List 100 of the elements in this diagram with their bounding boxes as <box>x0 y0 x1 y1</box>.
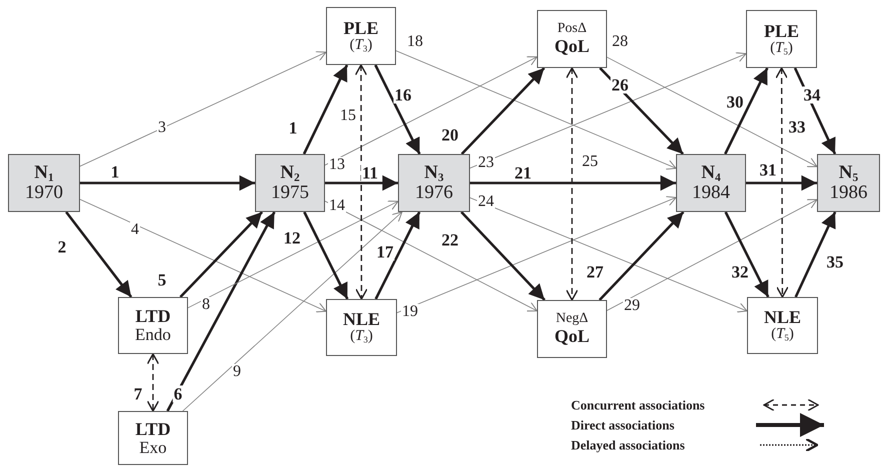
arrow <box>794 67 836 155</box>
node-text: 1970 <box>25 183 63 203</box>
edge-label: 17 <box>376 244 394 260</box>
node-text: QoL <box>554 326 590 346</box>
arrow <box>470 197 748 312</box>
arrow <box>794 211 836 298</box>
arrow <box>470 175 676 191</box>
edge-label: 14 <box>328 198 346 214</box>
node-text: NLE <box>342 310 380 330</box>
arrow <box>188 200 398 308</box>
legend-text: Delayed associations <box>571 438 685 452</box>
node-text: 1984 <box>692 183 730 203</box>
arrow <box>724 67 768 155</box>
node-text: 1976 <box>415 183 453 203</box>
arrow <box>325 175 398 191</box>
arrow <box>775 67 789 298</box>
node-text: 1986 <box>830 183 868 203</box>
edge-label: 12 <box>282 230 302 246</box>
node-text: (T$_{5}$) <box>770 40 793 56</box>
arrow <box>182 212 402 412</box>
arrow <box>324 56 538 166</box>
edge-label: 32 <box>730 264 750 280</box>
edge-label: 21 <box>514 164 532 182</box>
node-text: LTD <box>135 307 171 326</box>
edge-label: 20 <box>440 126 460 144</box>
node-text: N$_{3}$ <box>424 163 444 183</box>
edge-label: 30 <box>726 94 744 110</box>
edge-label: 33 <box>788 118 806 136</box>
node-text: 1975 <box>271 183 309 203</box>
arrow <box>396 196 676 314</box>
arrow <box>80 51 326 167</box>
arrow <box>460 211 546 301</box>
edge-label: 31 <box>758 162 778 178</box>
legend-text: Direct associations <box>571 418 674 432</box>
edge-label: 22 <box>440 232 460 248</box>
measure-box <box>326 7 396 65</box>
edge-label: 34 <box>802 86 822 104</box>
wave-box <box>676 154 746 212</box>
node-text: PLE <box>764 22 799 41</box>
arrow <box>80 199 326 312</box>
node-text: N$_{4}$ <box>701 163 721 183</box>
edge-label: 27 <box>586 264 604 280</box>
node-text: Endo <box>135 326 171 344</box>
edge-label: 16 <box>394 86 412 104</box>
arrow <box>65 211 132 298</box>
arrow <box>606 56 818 168</box>
node-text: QoL <box>554 36 590 56</box>
arrow <box>146 353 160 412</box>
node-text: (T$_{3}$) <box>350 38 372 54</box>
edge-label: 6 <box>172 386 184 402</box>
arrow <box>324 200 538 312</box>
arrow <box>354 64 368 300</box>
arrow <box>746 175 817 191</box>
arrow <box>724 211 770 298</box>
measure-box <box>537 300 607 358</box>
edge-label: 24 <box>477 194 495 210</box>
arrow <box>302 64 348 155</box>
node-text: N$_{5}$ <box>838 163 858 183</box>
edge-label: 1 <box>288 120 298 136</box>
measure-box <box>746 10 817 68</box>
edge-label: 2 <box>56 238 68 256</box>
node-text: N$_{2}$ <box>280 163 300 183</box>
edge-label: 26 <box>610 76 630 94</box>
edge-label: 5 <box>156 272 168 288</box>
arrow <box>303 211 349 300</box>
arrow <box>470 52 746 168</box>
arrow <box>80 175 255 191</box>
node-text: Exo <box>139 438 167 456</box>
edge-label: 7 <box>132 386 144 402</box>
arrow <box>460 67 546 155</box>
measure-box <box>747 297 818 354</box>
node-text: LTD <box>135 420 171 439</box>
wave-box <box>255 154 325 212</box>
arrow <box>374 64 421 155</box>
arrow <box>566 67 578 301</box>
arrow <box>598 211 684 301</box>
legend-text: Concurrent associations <box>571 398 705 412</box>
edge-label: 11 <box>360 164 380 182</box>
node-text: N$_{1}$ <box>34 163 54 183</box>
node-text: (T$_{3}$) <box>350 329 373 345</box>
wave-box <box>398 154 470 212</box>
measure-box <box>118 297 188 354</box>
arrow <box>374 211 421 300</box>
node-text: PLE <box>343 18 378 38</box>
wave-box <box>817 154 880 212</box>
edge-label: 35 <box>826 254 844 270</box>
measure-box <box>118 411 188 465</box>
arrow <box>166 211 276 412</box>
wave-box <box>8 154 80 212</box>
node-text: PosΔ <box>557 22 587 37</box>
arrow <box>606 199 818 311</box>
node-text: (T$_{5}$) <box>771 327 794 343</box>
measure-box <box>537 10 607 68</box>
arrow <box>179 211 264 298</box>
arrow <box>396 50 676 170</box>
edge-label: 1 <box>110 164 120 180</box>
arrow <box>599 67 684 155</box>
measure-box <box>326 299 397 356</box>
node-text: NLE <box>764 308 801 328</box>
node-text: NegΔ <box>556 312 588 327</box>
